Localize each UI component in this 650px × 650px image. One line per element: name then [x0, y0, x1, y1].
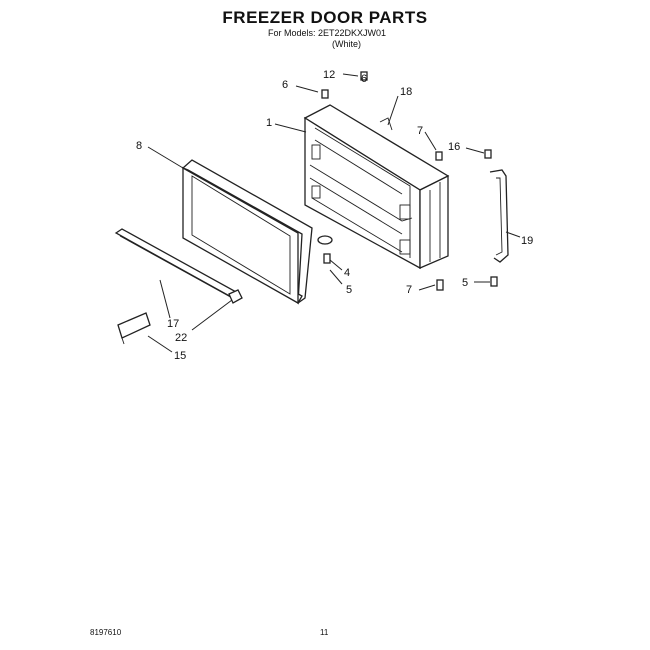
door-gasket-part [182, 159, 313, 305]
doc-number: 8197610 [90, 628, 122, 637]
page-title: FREEZER DOOR PARTS [222, 8, 428, 27]
door-liner-part [303, 104, 450, 270]
trim-end-cap-part [117, 312, 151, 345]
callout-12: 12 [323, 69, 335, 81]
callout-17: 17 [167, 318, 179, 330]
callout-1: 1 [266, 117, 272, 129]
callout-5-right: 5 [462, 277, 468, 289]
callout-8: 8 [136, 140, 142, 152]
callout-6-right: 6 [361, 73, 367, 85]
callout-15: 15 [174, 350, 186, 362]
page-number: 11 [320, 628, 329, 637]
callout-6-top: 6 [282, 79, 288, 91]
models-line: For Models: 2ET22DKXJW01 [268, 28, 387, 38]
door-handle-part [489, 169, 509, 263]
callout-7-bottom: 7 [406, 284, 412, 296]
shelf-trim-part [114, 228, 243, 304]
screw-hardware [317, 71, 498, 291]
color-line: (White) [332, 39, 361, 49]
callout-4: 4 [344, 267, 350, 279]
callout-5-left: 5 [346, 284, 352, 296]
leader-lines [147, 73, 521, 353]
callout-16: 16 [448, 141, 460, 153]
callout-18: 18 [400, 86, 412, 98]
callout-7-top: 7 [417, 125, 423, 137]
callout-22: 22 [175, 332, 187, 344]
callout-19: 19 [521, 235, 533, 247]
